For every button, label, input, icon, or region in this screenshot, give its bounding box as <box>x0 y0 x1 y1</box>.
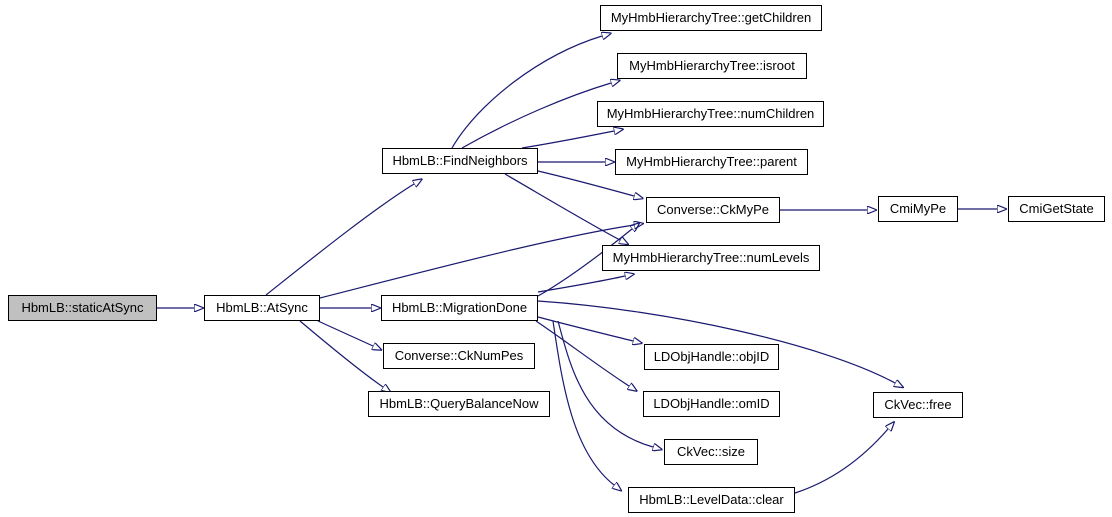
edge-atsync-to-ckmype <box>319 225 634 299</box>
edge-findneighbors-to-getchildren <box>451 36 602 149</box>
graph-node-ldobjhandle-omid[interactable]: LDObjHandle::omID <box>643 391 780 417</box>
graph-node-tree-numchildren[interactable]: MyHmbHierarchyTree::numChildren <box>597 101 824 127</box>
edge-atsync-to-cknumpes <box>317 320 373 346</box>
graph-node-tree-numlevels[interactable]: MyHmbHierarchyTree::numLevels <box>602 245 820 271</box>
edge-findneighbors-to-ckmype <box>537 170 634 196</box>
graph-node-tree-parent[interactable]: MyHmbHierarchyTree::parent <box>615 149 808 175</box>
edge-migrationdone-to-leveldataclear <box>552 320 614 485</box>
edge-atsync-to-findneighbors <box>265 184 414 296</box>
graph-node-ckvec-free[interactable]: CkVec::free <box>873 392 963 418</box>
graph-node-cmimype[interactable]: CmiMyPe <box>878 196 958 222</box>
graph-node-converse-cknumpes[interactable]: Converse::CkNumPes <box>383 343 535 369</box>
edge-findneighbors-to-isroot <box>461 83 611 149</box>
graph-node-hbmlb-migrationdone[interactable]: HbmLB::MigrationDone <box>381 295 538 321</box>
graph-node-hbmlb-querybalancenow[interactable]: HbmLB::QueryBalanceNow <box>368 391 550 417</box>
edge-migrationdone-to-ckvecfree <box>537 300 895 383</box>
graph-node-cmigetstate[interactable]: CmiGetState <box>1008 196 1105 222</box>
graph-node-ldobjhandle-objid[interactable]: LDObjHandle::objID <box>644 344 779 370</box>
edge-atsync-to-querybalancenow <box>299 320 383 387</box>
edge-migrationdone-to-ckvecsize <box>557 320 653 447</box>
graph-node-tree-isroot[interactable]: MyHmbHierarchyTree::isroot <box>617 53 807 79</box>
edge-findneighbors-to-numlevels <box>504 173 620 240</box>
graph-node-ckvec-size[interactable]: CkVec::size <box>664 439 758 465</box>
edge-migrationdone-to-omid <box>535 320 629 386</box>
edge-migrationdone-to-numlevels <box>537 276 625 293</box>
edge-migrationdone-to-objid <box>537 316 633 341</box>
graph-node-hbmlb-findneighbors[interactable]: HbmLB::FindNeighbors <box>382 148 538 174</box>
edge-leveldataclear-to-ckvecfree <box>794 429 888 494</box>
edge-findneighbors-to-numchildren <box>521 131 614 149</box>
graph-node-hbmlb-staticatsync: HbmLB::staticAtSync <box>8 295 157 321</box>
graph-node-converse-ckmype[interactable]: Converse::CkMyPe <box>646 197 780 223</box>
graph-node-hbmlb-leveldata-clear[interactable]: HbmLB::LevelData::clear <box>628 487 795 513</box>
graph-node-hbmlb-atsync[interactable]: HbmLB::AtSync <box>204 295 320 321</box>
graph-node-tree-getchildren[interactable]: MyHmbHierarchyTree::getChildren <box>600 5 822 31</box>
